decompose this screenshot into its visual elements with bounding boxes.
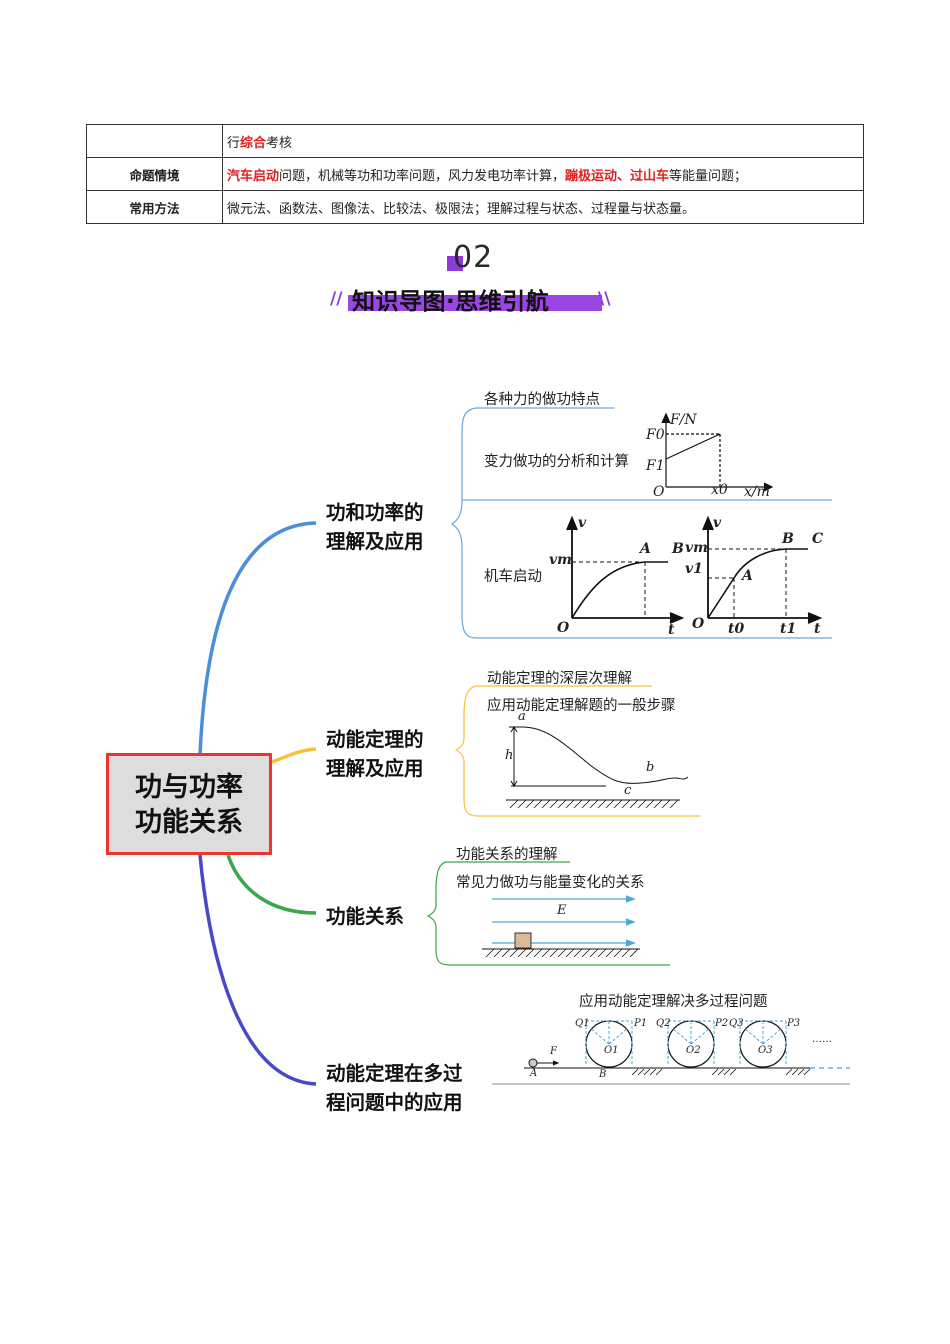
vt1-vm-label: vm — [549, 552, 572, 568]
vt2-b-label: B — [782, 531, 794, 547]
vt2-c-label: C — [812, 531, 824, 547]
connector-b2 — [271, 747, 317, 764]
root-title-line1: 功与功率 — [135, 772, 243, 803]
vt-graph-2 — [702, 515, 823, 624]
text-part: 问题，机械等功和功率问题，风力发电功率计算， — [279, 168, 566, 184]
slope-h-label: h — [505, 748, 514, 763]
vt1-b-label: B — [672, 541, 684, 557]
root-title-line2: 功能关系 — [135, 807, 243, 838]
vt2-t-label: t — [814, 621, 821, 637]
loops-f-label: F — [550, 1046, 557, 1057]
branch2-brace — [454, 685, 700, 817]
leaf-force-energy-relation[interactable]: 常见力做功与能量变化的关系 — [456, 875, 645, 891]
table-row: 常用方法 微元法、函数法、图像法、比较法、极限法；理解过程与状态、过程量与状态量… — [86, 190, 864, 224]
branch-multi-process[interactable]: 动能定理在多过 程问题中的应用 — [326, 1059, 463, 1117]
text-part: 考核 — [266, 135, 293, 151]
branch-kinetic-theorem[interactable]: 动能定理的 理解及应用 — [326, 725, 424, 783]
fx-x0-label: x0 — [711, 482, 728, 498]
loops-o2-label: O2 — [686, 1045, 701, 1056]
vt1-v-label: v — [578, 515, 587, 531]
table-row: 命题情境 汽车启动问题，机械等功和功率问题，风力发电功率计算，蹦极运动、过山车等… — [86, 157, 864, 191]
branch-work-power[interactable]: 功和功率的 理解及应用 — [326, 498, 424, 556]
fx-origin-label: O — [653, 484, 665, 500]
field-e-label: E — [557, 903, 567, 918]
loops-figure — [492, 1020, 850, 1085]
row-content: 微元法、函数法、图像法、比较法、极限法；理解过程与状态、过程量与状态量。 — [222, 190, 864, 224]
section-number-text: 02 — [453, 240, 494, 275]
leaf-work-energy-understanding[interactable]: 功能关系的理解 — [456, 847, 558, 863]
text-part: 行 — [227, 135, 241, 151]
vt1-origin-label: O — [557, 620, 570, 636]
root-node[interactable]: 功与功率 功能关系 — [106, 753, 272, 855]
branch-label: 功和功率的 — [326, 501, 424, 524]
leaf-multi-process-apply[interactable]: 应用动能定理解决多过程问题 — [579, 994, 768, 1010]
loops-a-label: A — [530, 1068, 538, 1079]
branch-work-energy[interactable]: 功能关系 — [326, 902, 404, 931]
vt2-origin-label: O — [692, 616, 705, 632]
branch-label: 理解及应用 — [326, 530, 424, 553]
loops-p1-label: P1 — [634, 1018, 648, 1029]
highlight-part: 蹦极运动、过山车 — [565, 168, 670, 184]
connector-b1 — [198, 521, 317, 756]
loops-o3-label: O3 — [758, 1045, 773, 1056]
branch-label: 功能关系 — [326, 905, 405, 928]
fx-x-axis-label: x/m — [744, 484, 770, 500]
slash-decoration: // — [330, 289, 343, 309]
info-table: 行综合考核 命题情境 汽车启动问题，机械等功和功率问题，风力发电功率计算，蹦极运… — [86, 124, 864, 224]
loops-ellipsis: …… — [812, 1034, 832, 1045]
fx-graph — [661, 412, 774, 492]
slope-a-label: a — [518, 709, 526, 724]
leaf-vehicle-start[interactable]: 机车启动 — [484, 569, 542, 585]
vt2-vm-label: vm — [685, 540, 708, 556]
row-label: 常用方法 — [86, 190, 223, 224]
vt1-t-label: t — [668, 622, 675, 638]
loops-o1-label: O1 — [604, 1045, 619, 1056]
fx-f1-label: F1 — [646, 458, 665, 474]
slope-c-label: c — [624, 783, 632, 798]
vt2-a-label: A — [742, 568, 753, 584]
fx-y-axis-label: F/N — [670, 412, 697, 428]
slope-figure — [506, 726, 689, 809]
title-highlight — [348, 295, 602, 311]
branch-label: 程问题中的应用 — [326, 1091, 463, 1114]
branch3-brace — [426, 861, 670, 966]
branch1-brace — [450, 407, 832, 639]
vt2-t0-label: t0 — [728, 621, 745, 637]
vt2-t1-label: t1 — [780, 621, 797, 637]
leaf-kinetic-deep[interactable]: 动能定理的深层次理解 — [487, 671, 632, 687]
section-title: // 知识导图·思维引航 \\ — [330, 281, 620, 315]
loops-b-label: B — [599, 1069, 607, 1080]
slope-b-label: b — [646, 760, 655, 775]
loops-p3-label: P3 — [787, 1018, 801, 1029]
loops-q3-label: Q3 — [729, 1018, 744, 1029]
text-part: 等能量问题； — [669, 168, 748, 184]
field-ground — [482, 932, 640, 958]
fx-f0-label: F0 — [646, 427, 665, 443]
loops-q1-label: Q1 — [575, 1018, 590, 1029]
row-content: 汽车启动问题，机械等功和功率问题，风力发电功率计算，蹦极运动、过山车等能量问题； — [222, 157, 864, 191]
branch-label: 动能定理在多过 — [326, 1062, 463, 1085]
number-accent-bar — [447, 256, 463, 271]
vt2-v-label: v — [713, 515, 722, 531]
loops-q2-label: Q2 — [656, 1018, 671, 1029]
highlight-part: 汽车启动 — [227, 168, 280, 184]
section-title-text: 知识导图·思维引航 — [352, 289, 550, 315]
section-number: 02 — [445, 240, 505, 280]
vt1-a-label: A — [640, 541, 651, 557]
connector-b3 — [226, 854, 317, 915]
leaf-variable-force[interactable]: 变力做功的分析和计算 — [484, 454, 629, 470]
leaf-kinetic-steps[interactable]: 应用动能定理解题的一般步骤 — [487, 698, 676, 714]
vt-graph-1 — [566, 515, 685, 624]
vt2-v1-label: v1 — [685, 561, 703, 577]
highlight-part: 综合 — [240, 135, 267, 151]
row-label: 命题情境 — [86, 157, 223, 191]
slash-decoration: \\ — [598, 289, 611, 309]
branch-label: 动能定理的 — [326, 728, 424, 751]
branch-label: 理解及应用 — [326, 757, 424, 780]
connector-b4 — [198, 854, 317, 1086]
loops-p2-label: P2 — [715, 1018, 729, 1029]
leaf-force-work[interactable]: 各种力的做功特点 — [484, 392, 600, 408]
